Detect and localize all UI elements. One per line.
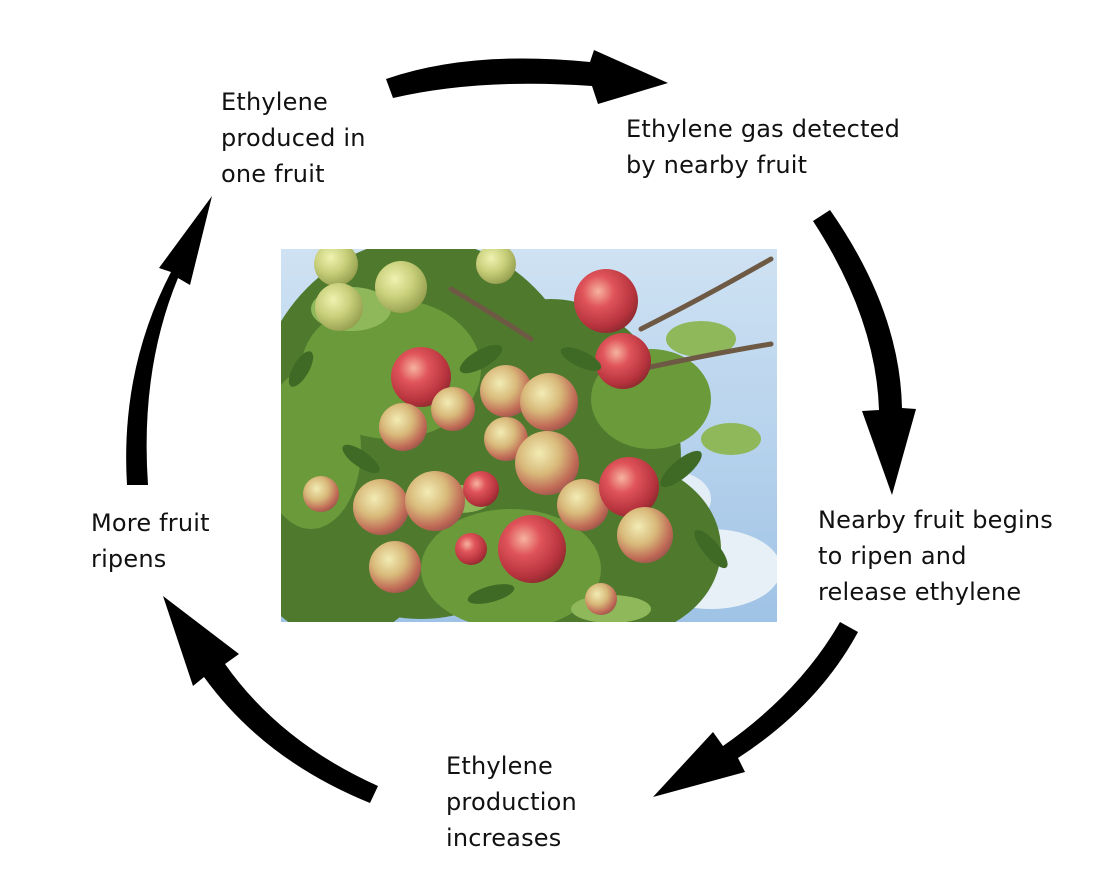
step-line: release ethylene [818,578,1022,606]
step-line: Ethylene [221,88,328,116]
step-line: one fruit [221,160,325,188]
step-production-increases: Ethylene production increases [446,748,577,856]
step-gas-detected: Ethylene gas detected by nearby fruit [626,111,900,183]
step-nearby-fruit-ripens: Nearby fruit begins to ripen and release… [818,502,1053,610]
arrow-left [126,196,212,485]
arrow-right [813,210,916,495]
step-line: to ripen and [818,542,967,570]
apple-tree-photo [281,249,777,622]
step-more-fruit-ripens: More fruit ripens [91,505,210,577]
step-ethylene-produced: Ethylene produced in one fruit [221,84,366,192]
step-line: Nearby fruit begins [818,506,1054,534]
step-line: increases [446,824,562,852]
arrow-top [386,50,668,104]
step-line: produced in [221,124,366,152]
step-line: production [446,788,577,816]
step-line: ripens [91,545,167,573]
step-line: Ethylene [446,752,553,780]
step-line: Ethylene gas detected [626,115,901,143]
step-line: More fruit [91,509,210,537]
arrow-bottom-left [163,596,378,803]
arrow-bottom-right [653,622,858,797]
step-line: by nearby fruit [626,151,808,179]
